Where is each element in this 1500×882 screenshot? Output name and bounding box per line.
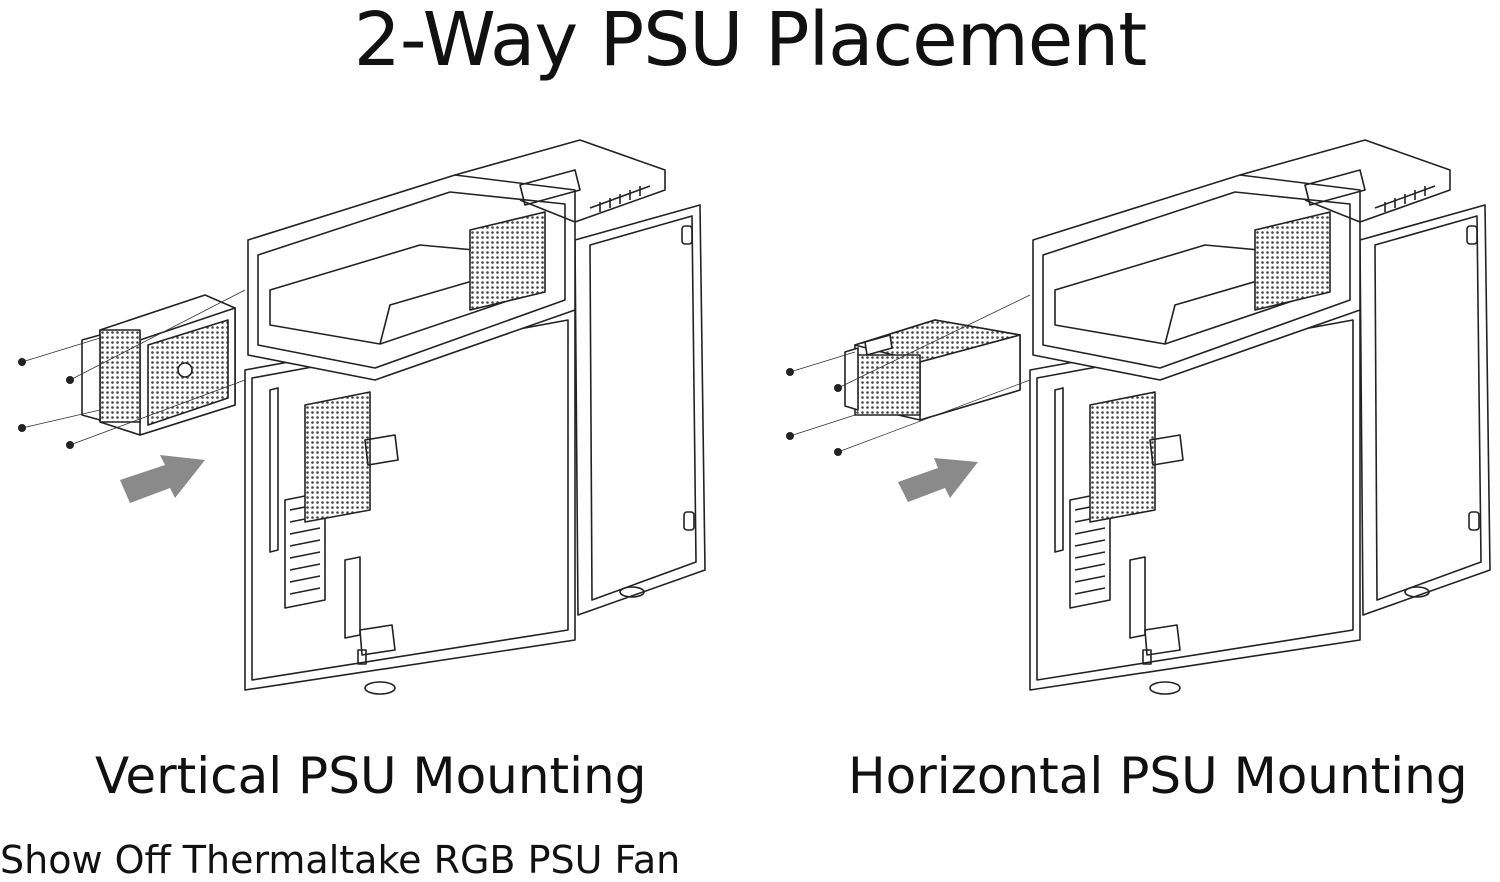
- insert-arrow-icon: [898, 458, 978, 502]
- pc-case: [245, 140, 705, 694]
- psu-unit: [845, 320, 1020, 420]
- horizontal-mount-illustration: [786, 130, 1500, 710]
- insert-arrow-icon: [120, 455, 205, 503]
- vertical-mount-caption: Vertical PSU Mounting: [95, 747, 647, 805]
- screw-icon: [786, 368, 842, 456]
- vertical-mount-illustration: [18, 130, 740, 710]
- horizontal-mount-caption: Horizontal PSU Mounting: [848, 747, 1468, 805]
- diagram-title: 2-Way PSU Placement: [353, 0, 1147, 83]
- guide-lines: [22, 290, 245, 445]
- screw-icon: [18, 358, 74, 449]
- rgb-fan-subcaption: Show Off Thermaltake RGB PSU Fan: [0, 838, 681, 882]
- psu-unit: [82, 295, 235, 435]
- guide-lines: [790, 295, 1030, 452]
- pc-case: [1030, 140, 1490, 694]
